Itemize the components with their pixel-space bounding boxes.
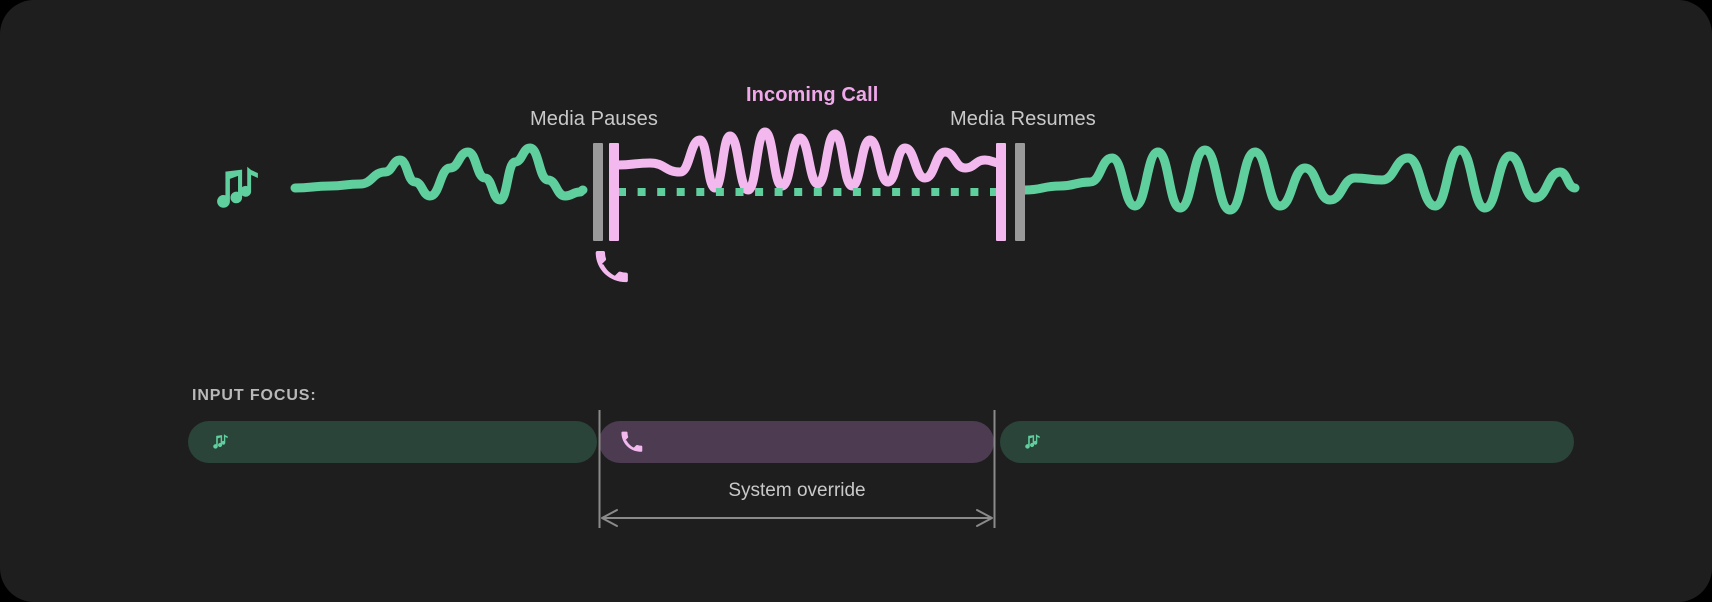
call-start-pink-bar (609, 143, 619, 241)
phone-handset-icon (621, 431, 643, 453)
baseline-dot (755, 188, 764, 196)
baseline-dot (715, 188, 724, 196)
waveform-incoming-call (613, 127, 1005, 195)
waveform-plot (290, 127, 1580, 241)
baseline-dot (970, 188, 979, 196)
focus-bar-media-before[interactable] (188, 421, 597, 463)
call-end-pink-bar (996, 143, 1006, 241)
focus-bar-media-after[interactable] (1000, 421, 1574, 463)
system-override-label: System override (728, 480, 866, 501)
label-incoming-call: Incoming Call (746, 84, 879, 106)
music-notes-icon (210, 431, 232, 453)
transition-marker-bars (593, 143, 1025, 241)
media-resume-gray-bar (1015, 143, 1025, 241)
label-media-pauses: Media Pauses (530, 108, 658, 130)
baseline-dot (618, 188, 626, 196)
input-focus-section: INPUT FOCUS: (0, 330, 1712, 602)
baseline-dot (813, 188, 822, 196)
phone-handset-icon (595, 250, 629, 284)
media-pause-gray-bar (593, 143, 603, 241)
baseline-dot (872, 188, 881, 196)
label-media-resumes: Media Resumes (950, 108, 1096, 130)
baseline-dot (852, 188, 861, 196)
baseline-dot (931, 188, 940, 196)
baseline-dot (990, 188, 998, 196)
baseline-dot (676, 188, 685, 196)
waveform-media-before (290, 143, 588, 205)
baseline-dot (794, 188, 803, 196)
baseline-dot (637, 188, 646, 196)
baseline-dot (950, 188, 959, 196)
baseline-dot (892, 188, 901, 196)
baseline-dot (833, 188, 842, 196)
baseline-dot (911, 188, 920, 196)
system-override-bracket (598, 410, 996, 528)
baseline-dot (735, 188, 744, 196)
audio-timeline: Media Pauses Incoming Call Media Resumes (208, 84, 1580, 284)
music-notes-icon (208, 158, 270, 220)
baseline-dot (774, 188, 783, 196)
input-focus-heading: INPUT FOCUS: (192, 387, 317, 404)
waveform-media-after (1020, 145, 1580, 215)
music-notes-icon (1022, 431, 1044, 453)
baseline-dot (696, 188, 705, 196)
focus-bar-incoming-call[interactable] (599, 421, 994, 463)
media-paused-dotted-baseline (618, 188, 998, 196)
baseline-dot (657, 188, 666, 196)
